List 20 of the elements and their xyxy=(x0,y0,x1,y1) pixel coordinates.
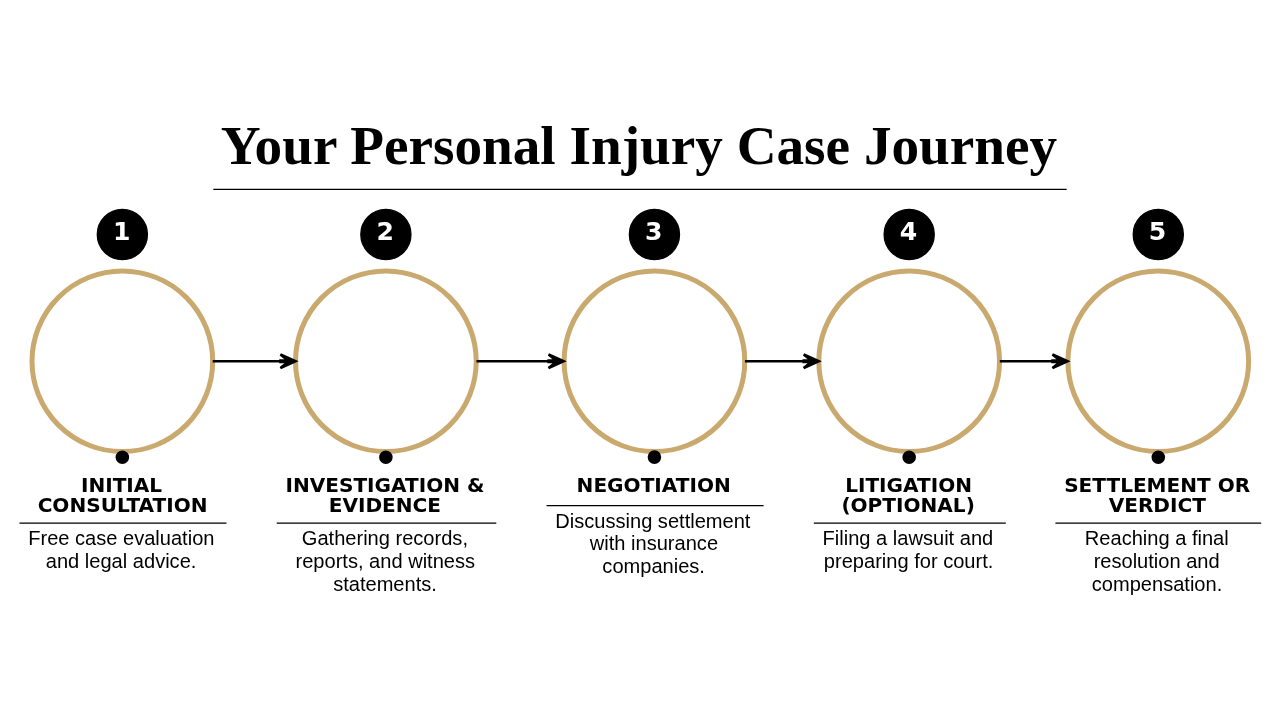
node-label: Filing a lawsuit and preparing for court. xyxy=(822,527,994,573)
node-label: Free case evaluation and legal advice. xyxy=(28,527,215,573)
node-label: INVESTIGATION & EVIDENCE xyxy=(285,472,485,517)
node-label: LITIGATION (OPTIONAL) xyxy=(841,472,975,517)
node-circle: 2 xyxy=(360,208,412,261)
node-label: Gathering records, reports, and witness statements. xyxy=(295,527,476,595)
arrow xyxy=(744,353,820,370)
node-label: Discussing settlement with insurance companies. xyxy=(555,509,751,578)
node-label: INITIAL CONSULTATION xyxy=(37,472,208,517)
arrow xyxy=(212,353,297,370)
arrow xyxy=(999,353,1069,370)
node-circle: 4 xyxy=(883,208,935,261)
diagram-title: Your Personal Injury Case Journey xyxy=(220,115,1058,177)
node-circle: 3 xyxy=(628,208,681,261)
node-circle: 5 xyxy=(1132,208,1184,261)
node-label: NEGOTIATION xyxy=(576,472,731,497)
node-label: Reaching a final resolution and compensation. xyxy=(1084,527,1229,595)
arrow xyxy=(476,353,565,370)
node-circle: 1 xyxy=(96,208,149,261)
node-label: SETTLEMENT OR VERDICT xyxy=(1064,472,1251,517)
